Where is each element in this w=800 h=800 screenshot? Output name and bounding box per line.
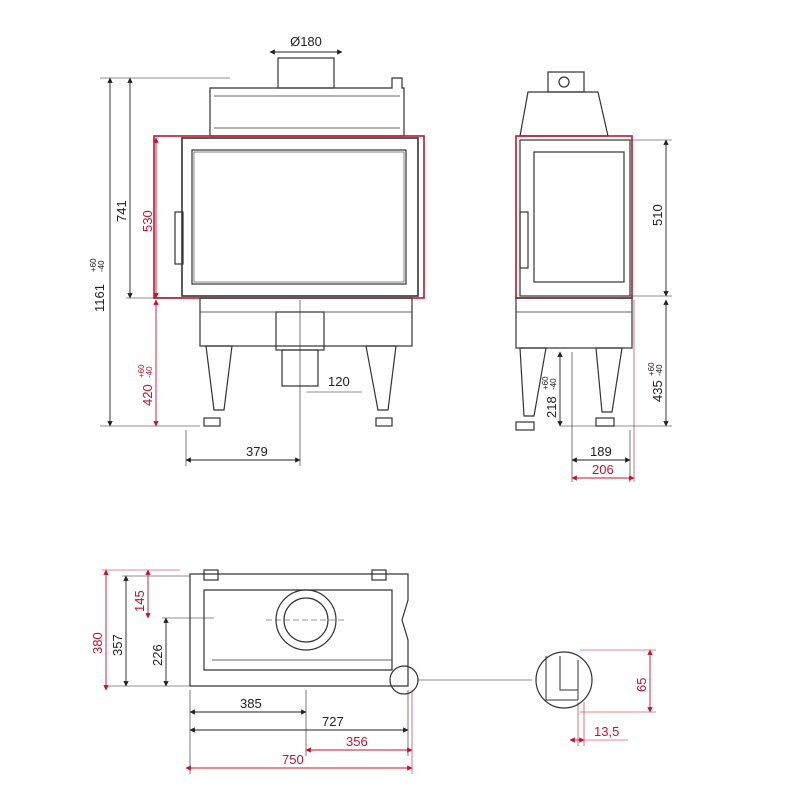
side-top bbox=[519, 91, 609, 137]
front-view bbox=[153, 57, 425, 427]
label-height-total-tol-minus: -40 bbox=[97, 260, 106, 272]
side-leg-right bbox=[595, 347, 623, 413]
front-leg-right bbox=[365, 345, 397, 411]
front-base bbox=[199, 297, 413, 347]
side-view bbox=[515, 71, 633, 431]
top-dimensions bbox=[104, 575, 532, 774]
label-detail-13-5: 13,5 bbox=[594, 724, 619, 739]
label-detail-65: 65 bbox=[634, 678, 649, 692]
label-height-218: 218 bbox=[544, 396, 559, 418]
front-door-outline bbox=[153, 135, 425, 299]
front-leg-left bbox=[205, 345, 233, 411]
label-width-356: 356 bbox=[346, 734, 368, 749]
label-height-420: 420 bbox=[140, 384, 155, 406]
door-handle bbox=[174, 211, 184, 265]
label-depth-206: 206 bbox=[592, 462, 614, 477]
top-view bbox=[189, 569, 419, 695]
label-depth-357: 357 bbox=[110, 634, 125, 656]
label-height-218-tol-minus: -40 bbox=[549, 378, 558, 390]
detail-marker bbox=[389, 665, 419, 695]
label-offset-120: 120 bbox=[328, 374, 350, 389]
detail-circle bbox=[535, 651, 593, 709]
label-height-435-tol-plus: +60 bbox=[647, 362, 656, 376]
label-height-435-tol-minus: -40 bbox=[655, 364, 664, 376]
top-plate bbox=[209, 77, 405, 137]
side-dimensions bbox=[557, 139, 672, 482]
label-height-741: 741 bbox=[114, 200, 129, 222]
side-red-dimensions bbox=[571, 300, 635, 482]
label-height-218-tol-plus: +60 bbox=[541, 376, 550, 390]
side-leg-left bbox=[519, 347, 547, 417]
label-height-420-tol-plus: +60 bbox=[137, 364, 146, 378]
label-depth-145: 145 bbox=[132, 590, 147, 612]
front-door bbox=[181, 137, 419, 297]
front-dimensions bbox=[100, 49, 362, 466]
label-width-379: 379 bbox=[246, 444, 268, 459]
label-height-530: 530 bbox=[140, 210, 155, 232]
label-flue-diameter: Ø180 bbox=[290, 34, 322, 49]
detail-red-dimensions bbox=[569, 649, 656, 746]
side-glass bbox=[533, 151, 625, 283]
label-width-385: 385 bbox=[240, 696, 262, 711]
top-firebox bbox=[203, 589, 393, 671]
top-outline bbox=[189, 573, 409, 687]
label-width-727: 727 bbox=[322, 714, 344, 729]
label-width-750: 750 bbox=[282, 752, 304, 767]
label-depth-189: 189 bbox=[590, 444, 612, 459]
label-height-total: 1161 bbox=[92, 284, 107, 312]
side-handle bbox=[519, 211, 529, 269]
front-glass bbox=[191, 149, 407, 285]
flue-outlet bbox=[277, 57, 335, 89]
label-depth-226: 226 bbox=[150, 644, 165, 666]
top-red-dimensions bbox=[102, 569, 413, 774]
label-height-435: 435 bbox=[650, 380, 665, 402]
side-base bbox=[515, 297, 633, 349]
detail-view bbox=[535, 651, 593, 709]
label-height-420-tol-minus: -40 bbox=[145, 366, 154, 378]
side-flue bbox=[547, 71, 585, 93]
side-door bbox=[519, 139, 631, 297]
label-height-510: 510 bbox=[650, 204, 665, 226]
label-height-total-tol-plus: +60 bbox=[89, 258, 98, 272]
label-depth-380: 380 bbox=[90, 632, 105, 654]
